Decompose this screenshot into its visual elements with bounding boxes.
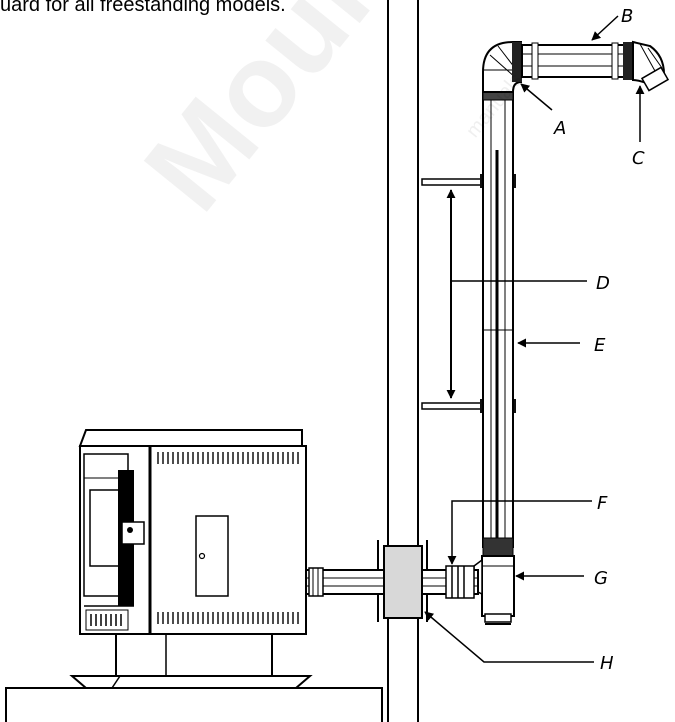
horizontal-pipe-b [521,42,628,80]
label-h: H [600,653,614,674]
caption-text: uard for all freestanding models. [0,0,286,16]
left-vent-slots [90,614,122,626]
label-a: A [553,118,566,139]
leader-a [520,83,553,111]
label-c: C [632,148,645,169]
label-b: B [621,6,633,27]
elbow-a [482,41,522,93]
label-d: D [596,273,610,294]
bottom-vent-slots [157,612,299,624]
horizontal-connector-pipe [305,565,479,599]
leader-h [424,611,594,663]
label-g: G [594,568,608,589]
vertical-pipe [482,87,514,557]
pellet-stove [69,429,313,689]
termination-cap-c [623,40,670,92]
leader-lines [424,15,645,663]
leader-f [447,500,592,565]
wall-thimble [377,540,428,622]
part-labels: A B C D E F G H [553,6,645,674]
top-vent-slots [157,452,299,464]
leader-b [591,15,619,41]
label-e: E [594,335,606,356]
floor-hearth [5,687,383,722]
tee-g [473,555,515,625]
label-f: F [597,493,608,514]
dimension-d [446,189,587,399]
